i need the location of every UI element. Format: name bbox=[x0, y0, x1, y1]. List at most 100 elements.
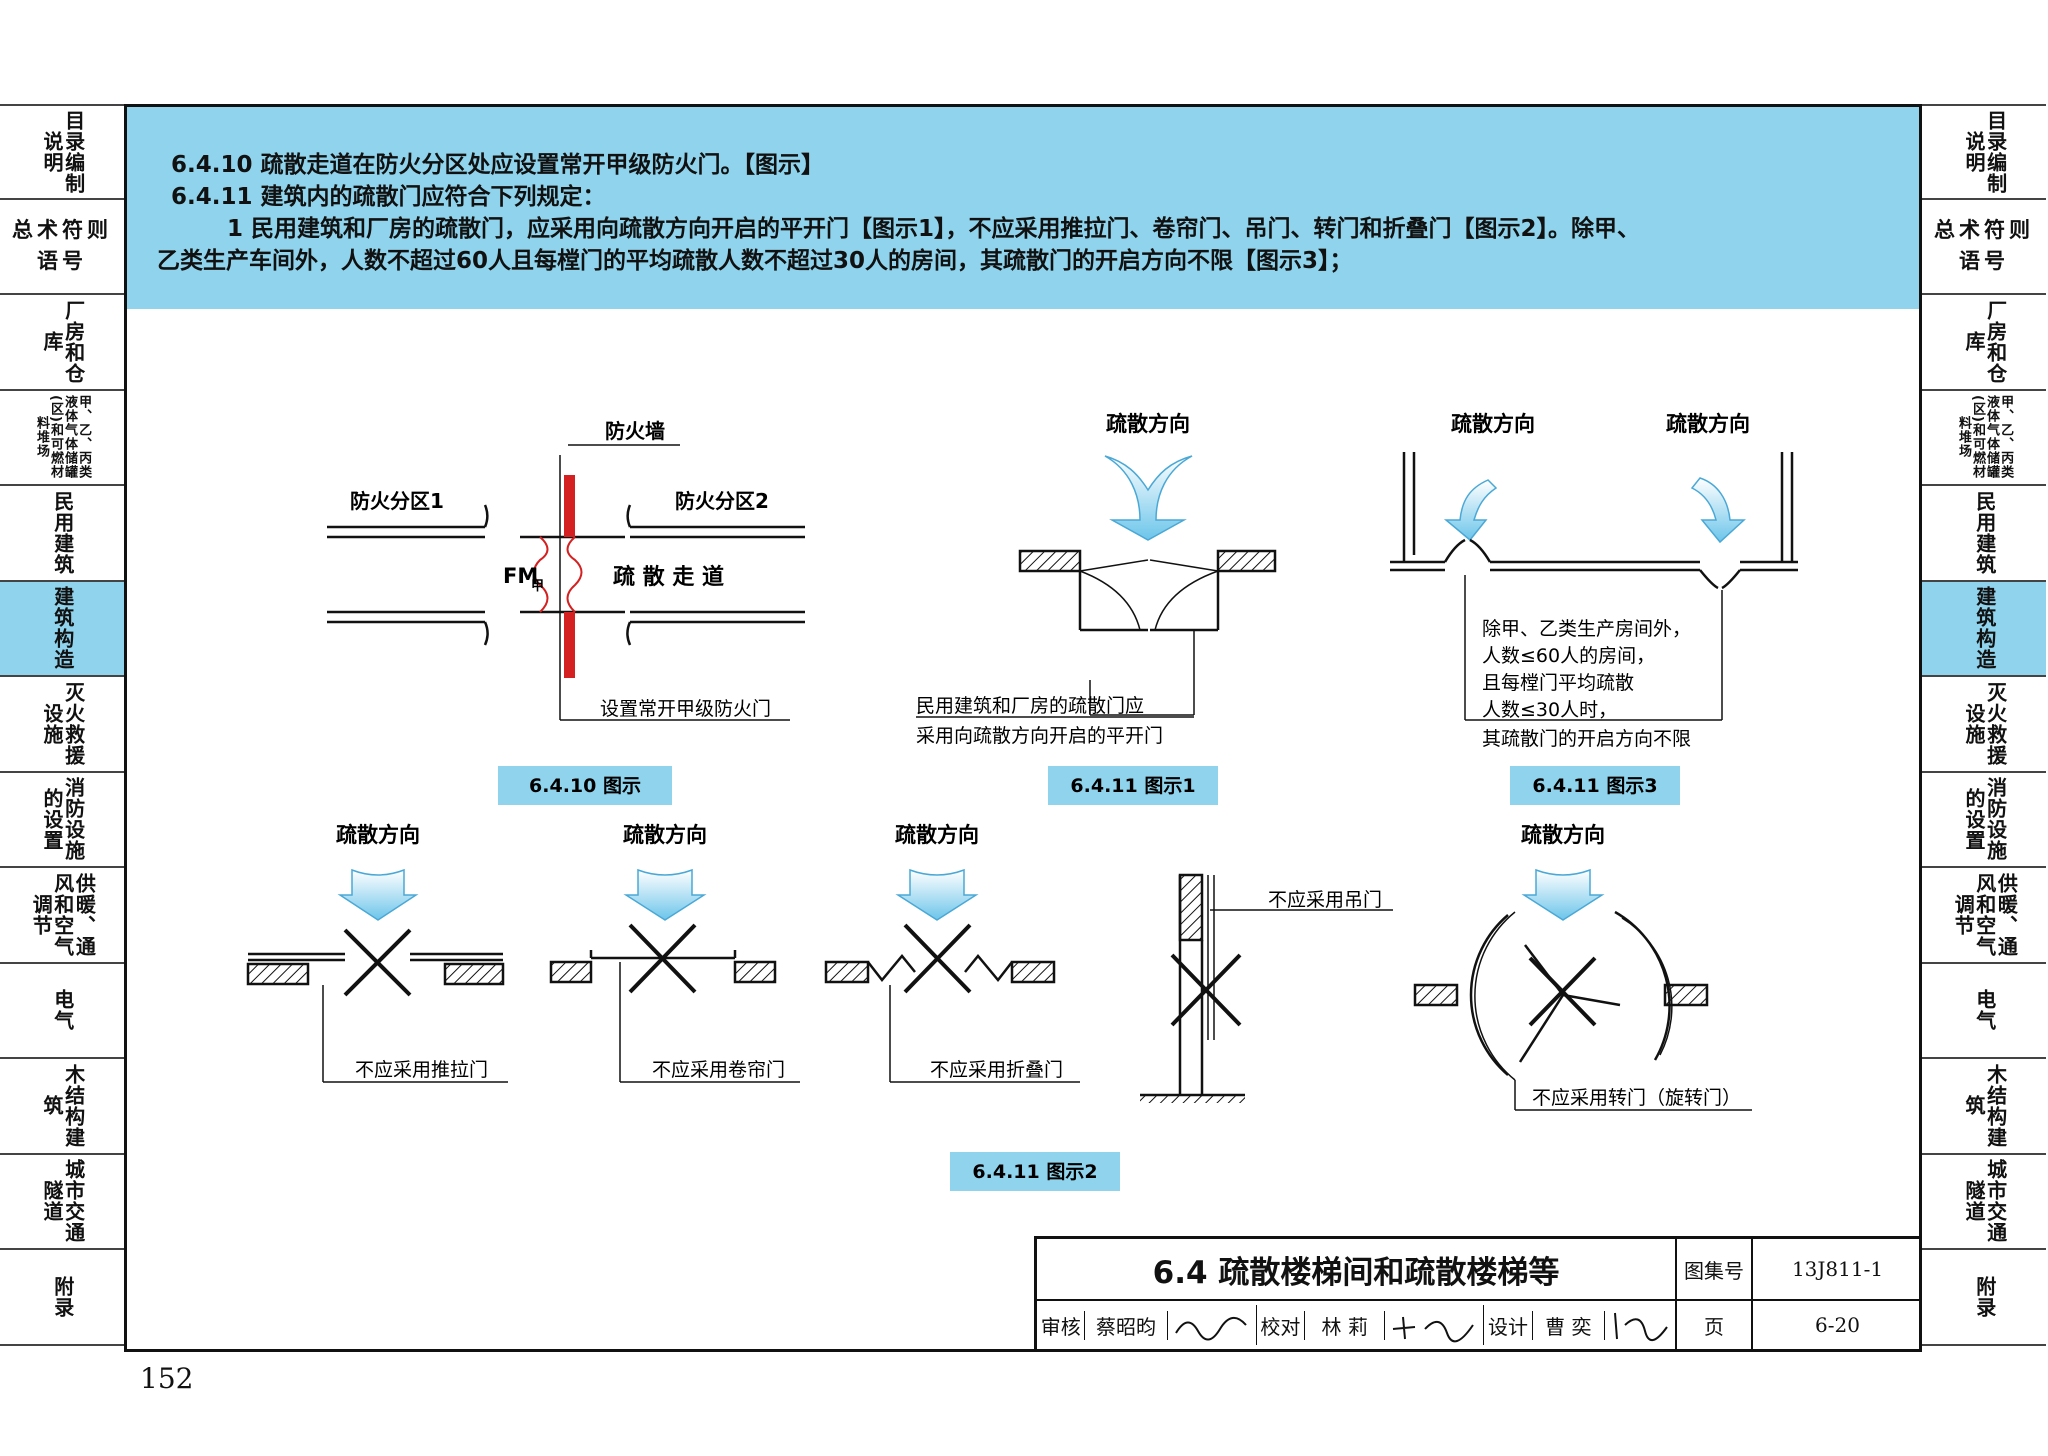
nav-tab-general[interactable]: 总术符则语号 bbox=[0, 199, 124, 295]
nav-tab-contents[interactable]: 目录编制说明 bbox=[1922, 104, 2046, 200]
fig-6-4-11-3 bbox=[1390, 452, 1798, 721]
fig4-caption: 6.4.11 图示2 bbox=[972, 1161, 1097, 1183]
fig3-note-line5: 其疏散门的开启方向不限 bbox=[1482, 728, 1691, 750]
approval-row: 审核 蔡昭昀 校对 林 莉 设计 曹 奕 bbox=[1037, 1301, 1677, 1349]
fig3-direction-left: 疏散方向 bbox=[1451, 412, 1535, 436]
nav-tab-general[interactable]: 总术符则语号 bbox=[1922, 199, 2046, 295]
nav-tab-rescue[interactable]: 灭火救援设施 bbox=[1922, 677, 2046, 773]
page-number: 152 bbox=[140, 1362, 194, 1395]
fig3-arrow-right bbox=[1690, 477, 1746, 544]
clause-6-4-10: 6.4.10 疏散走道在防火分区处应设置常开甲级防火门。【图示】 bbox=[171, 152, 824, 178]
nav-tab-storage[interactable]: 甲、乙、丙类液体气体储罐(区)和可燃材料堆场 bbox=[0, 390, 124, 486]
checker-name: 林 莉 bbox=[1305, 1310, 1386, 1340]
fig4-direction-1: 疏散方向 bbox=[336, 823, 420, 847]
firewall-label: 防火墙 bbox=[605, 419, 665, 443]
fig3-note-line3: 且每樘门平均疏散 bbox=[1482, 672, 1634, 694]
nav-tab-tunnel[interactable]: 城市交通隧道 bbox=[0, 1154, 124, 1250]
title-block: 6.4 疏散楼梯间和疏散楼梯等 图集号 13J811-1 审核 蔡昭昀 校对 林… bbox=[1034, 1236, 1922, 1349]
hanging-door-diagram bbox=[1140, 873, 1393, 1103]
fig2-caption: 6.4.11 图示1 bbox=[1070, 775, 1195, 797]
nav-tab-fire-facilities[interactable]: 消防设施的设置 bbox=[1922, 772, 2046, 868]
nav-tab-timber[interactable]: 木结构建筑 bbox=[0, 1059, 124, 1155]
fig2-direction-arrow bbox=[1104, 455, 1193, 541]
nav-tab-civil[interactable]: 民用建筑 bbox=[1922, 486, 2046, 582]
left-nav: 目录编制说明 总术符则语号 厂房和仓库 甲、乙、丙类液体气体储罐(区)和可燃材料… bbox=[0, 104, 124, 1346]
nav-tab-timber[interactable]: 木结构建筑 bbox=[1922, 1059, 2046, 1155]
page-label: 页 bbox=[1677, 1301, 1753, 1349]
nav-tab-construction[interactable]: 建筑构造 bbox=[1922, 581, 2046, 677]
review-label: 审核 bbox=[1037, 1310, 1086, 1340]
nav-tab-storage[interactable]: 甲、乙、丙类液体气体储罐(区)和可燃材料堆场 bbox=[1922, 390, 2046, 486]
door-swing bbox=[483, 504, 489, 528]
rolling-label: 不应采用卷帘门 bbox=[652, 1059, 785, 1081]
fig3-note-line2: 人数≤60人的房间， bbox=[1482, 645, 1655, 667]
revolving-door-diagram bbox=[1413, 910, 1752, 1111]
fig4-arrow-1 bbox=[337, 868, 419, 921]
nav-tab-appendix[interactable]: 附录 bbox=[1922, 1250, 2046, 1346]
atlas-number: 13J811-1 bbox=[1753, 1239, 1922, 1301]
page-code: 6-20 bbox=[1815, 1313, 1860, 1337]
door-code-sub: 甲 bbox=[531, 579, 544, 594]
fig4-arrow-5 bbox=[1521, 868, 1605, 921]
nav-tab-rescue[interactable]: 灭火救援设施 bbox=[0, 677, 124, 773]
revolving-label: 不应采用转门（旋转门） bbox=[1532, 1087, 1741, 1109]
code-text-band: 6.4.10 疏散走道在防火分区处应设置常开甲级防火门。【图示】 6.4.11 … bbox=[127, 107, 1919, 309]
fig4-arrow-2 bbox=[623, 868, 707, 921]
designer-name: 曹 奕 bbox=[1533, 1310, 1605, 1340]
fig3-arrow-left bbox=[1443, 479, 1498, 542]
fig3-note-line4: 人数≤30人时， bbox=[1482, 699, 1617, 721]
fig3-note-line1: 除甲、乙类生产房间外， bbox=[1482, 618, 1691, 640]
check-label: 校对 bbox=[1257, 1310, 1306, 1340]
nav-tab-construction[interactable]: 建筑构造 bbox=[0, 581, 124, 677]
rolling-door-diagram bbox=[549, 923, 800, 1083]
nav-tab-tunnel[interactable]: 城市交通隧道 bbox=[1922, 1154, 2046, 1250]
fig-6-4-10 bbox=[327, 444, 805, 721]
fig2-note-line1: 民用建筑和厂房的疏散门应 bbox=[916, 695, 1144, 717]
fig4-caption-box bbox=[950, 1152, 1120, 1191]
fig3-caption: 6.4.11 图示3 bbox=[1532, 775, 1657, 797]
right-nav: 目录编制说明 总术符则语号 厂房和仓库 甲、乙、丙类液体气体储罐(区)和可燃材料… bbox=[1922, 104, 2046, 1346]
fig2-note-line2: 采用向疏散方向开启的平开门 bbox=[916, 725, 1163, 747]
hanging-label: 不应采用吊门 bbox=[1268, 889, 1382, 911]
nav-tab-hvac[interactable]: 供暖、通风和空气调节 bbox=[1922, 868, 2046, 964]
fig-6-4-11-1 bbox=[916, 549, 1277, 718]
zone2-label: 防火分区2 bbox=[675, 489, 769, 513]
nav-tab-factory[interactable]: 厂房和仓库 bbox=[1922, 295, 2046, 391]
fig4-direction-3: 疏散方向 bbox=[895, 823, 979, 847]
nav-tab-contents[interactable]: 目录编制说明 bbox=[0, 104, 124, 200]
fig1-caption: 6.4.10 图示 bbox=[529, 775, 641, 797]
atlas-label: 图集号 bbox=[1677, 1239, 1753, 1301]
reviewer-name: 蔡昭昀 bbox=[1085, 1310, 1168, 1340]
folding-door-diagram bbox=[824, 923, 1080, 1083]
folding-label: 不应采用折叠门 bbox=[930, 1059, 1063, 1081]
fig1-note: 设置常开甲级防火门 bbox=[600, 698, 771, 720]
nav-tab-fire-facilities[interactable]: 消防设施的设置 bbox=[0, 772, 124, 868]
corridor-label: 疏 散 走 道 bbox=[613, 564, 724, 590]
checker-signature bbox=[1385, 1305, 1485, 1345]
clause-6-4-11-item1-cont: 乙类生产车间外，人数不超过60人且每樘门的平均疏散人数不超过30人的房间，其疏散… bbox=[157, 248, 1353, 274]
nav-tab-electrical[interactable]: 电气 bbox=[0, 963, 124, 1059]
fig3-direction-right: 疏散方向 bbox=[1666, 412, 1750, 436]
designer-signature bbox=[1605, 1305, 1675, 1345]
nav-tab-factory[interactable]: 厂房和仓库 bbox=[0, 295, 124, 391]
nav-tab-civil[interactable]: 民用建筑 bbox=[0, 486, 124, 582]
zone1-label: 防火分区1 bbox=[350, 489, 444, 513]
door-code: FM bbox=[503, 564, 538, 588]
nav-tab-electrical[interactable]: 电气 bbox=[1922, 963, 2046, 1059]
clause-6-4-11: 6.4.11 建筑内的疏散门应符合下列规定： bbox=[171, 184, 606, 210]
fig2-caption-box bbox=[1048, 766, 1218, 805]
design-label: 设计 bbox=[1484, 1310, 1533, 1340]
fig2-direction-label: 疏散方向 bbox=[1106, 412, 1190, 436]
sliding-label: 不应采用推拉门 bbox=[355, 1059, 488, 1081]
firewall-top bbox=[564, 475, 575, 537]
door-swing bbox=[626, 621, 632, 646]
fig4-direction-2: 疏散方向 bbox=[623, 823, 707, 847]
door-swing bbox=[626, 504, 632, 528]
nav-tab-appendix[interactable]: 附录 bbox=[0, 1250, 124, 1346]
clause-6-4-11-item1: 1 民用建筑和厂房的疏散门，应采用向疏散方向开启的平开门【图示1】，不应采用推拉… bbox=[227, 216, 1641, 242]
fig4-direction-5: 疏散方向 bbox=[1521, 823, 1605, 847]
nav-tab-hvac[interactable]: 供暖、通风和空气调节 bbox=[0, 868, 124, 964]
reviewer-signature bbox=[1168, 1305, 1257, 1345]
drawing-frame bbox=[124, 104, 1922, 1352]
